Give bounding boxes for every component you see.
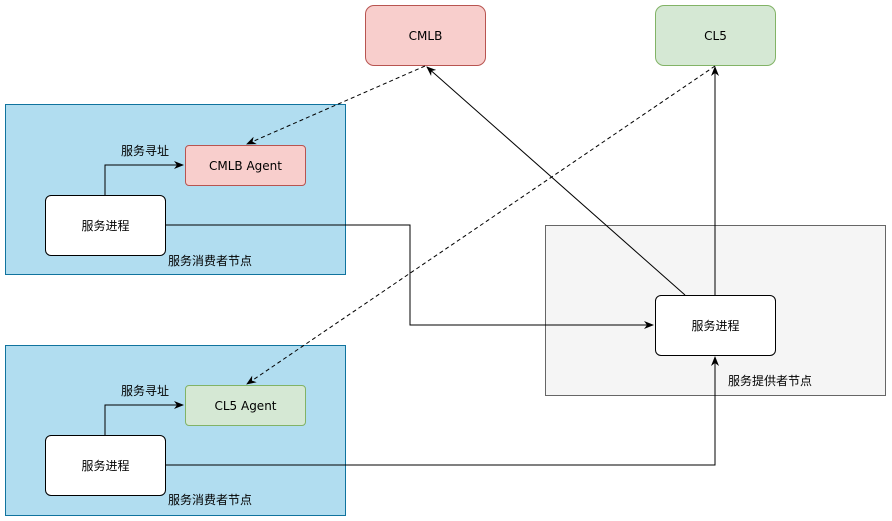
consumer-a-process-label: 服务进程	[81, 219, 130, 233]
cmlb-agent-node[interactable]: CMLB Agent	[185, 145, 306, 186]
cl5-node[interactable]: CL5	[655, 5, 776, 66]
cmlb-agent-label: CMLB Agent	[209, 158, 282, 173]
cl5-label: CL5	[704, 28, 727, 43]
cmlb-node[interactable]: CMLB	[365, 5, 486, 66]
cmlb-label: CMLB	[408, 28, 443, 43]
consumer-a-edge-label: 服务寻址	[121, 144, 170, 158]
cl5-agent-node[interactable]: CL5 Agent	[185, 385, 306, 426]
consumer-b-process-node[interactable]: 服务进程	[45, 435, 166, 496]
consumer-node-a-caption: 服务消费者节点	[168, 254, 253, 268]
provider-process-label: 服务进程	[691, 319, 740, 333]
cl5-agent-label: CL5 Agent	[214, 398, 277, 413]
consumer-b-edge-label: 服务寻址	[121, 384, 170, 398]
consumer-b-process-label: 服务进程	[81, 459, 130, 473]
provider-node-caption: 服务提供者节点	[728, 374, 813, 388]
consumer-a-process-node[interactable]: 服务进程	[45, 195, 166, 256]
consumer-node-b-caption: 服务消费者节点	[168, 493, 253, 507]
provider-process-node[interactable]: 服务进程	[655, 295, 776, 356]
